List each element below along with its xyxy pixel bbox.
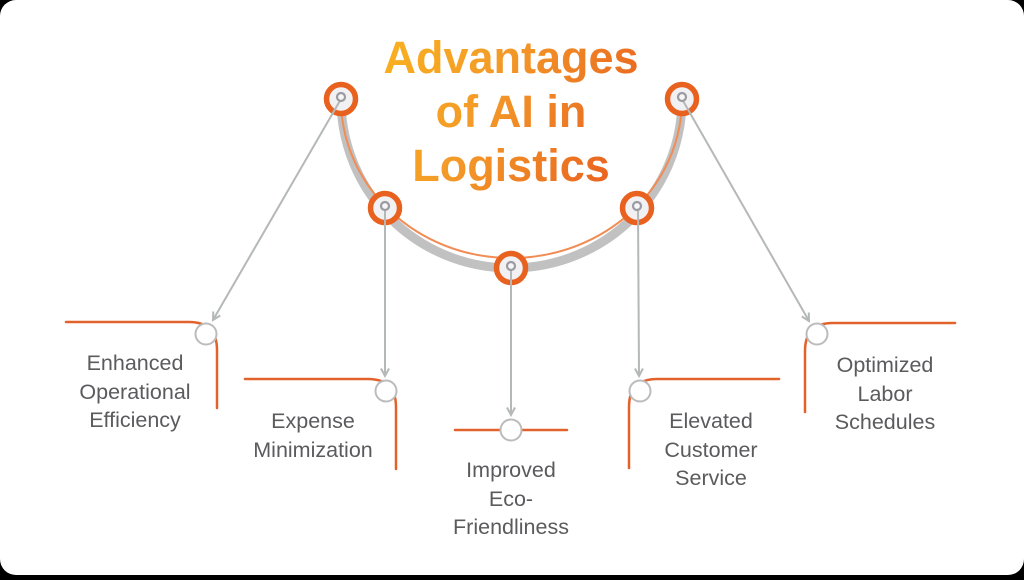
connector-arrow-5: [681, 98, 811, 323]
item-label-enhanced-operational-efficiency: Enhanced Operational Efficiency: [79, 351, 191, 432]
pin-circle-icon-2: [379, 200, 391, 212]
label-anchor-circle-4: [628, 379, 652, 403]
label-anchor-circle-5: [805, 322, 829, 346]
item-label-optimized-labor-schedules: Optimized Labor Schedules: [834, 353, 936, 434]
pin-circle-icon-4: [631, 200, 643, 212]
pin-circle-icon-5: [676, 91, 688, 103]
pin-circle-icon-1: [335, 91, 347, 103]
label-anchor-circle-2: [374, 379, 398, 403]
pin-circle-icon-3: [505, 260, 517, 272]
item-label-elevated-customer-service: Elevated Customer Service: [664, 409, 758, 490]
page-title: Advantages of AI in Logistics: [383, 32, 639, 191]
connector-arrow-4: [634, 207, 644, 379]
item-label-expense-minimization: Expense Minimization: [253, 409, 373, 462]
connector-arrow-1: [211, 98, 342, 322]
item-label-improved-eco-friendliness: Improved Eco- Friendliness: [453, 458, 569, 539]
label-anchor-circle-1: [194, 322, 218, 346]
label-anchor-circle-3: [499, 418, 523, 442]
